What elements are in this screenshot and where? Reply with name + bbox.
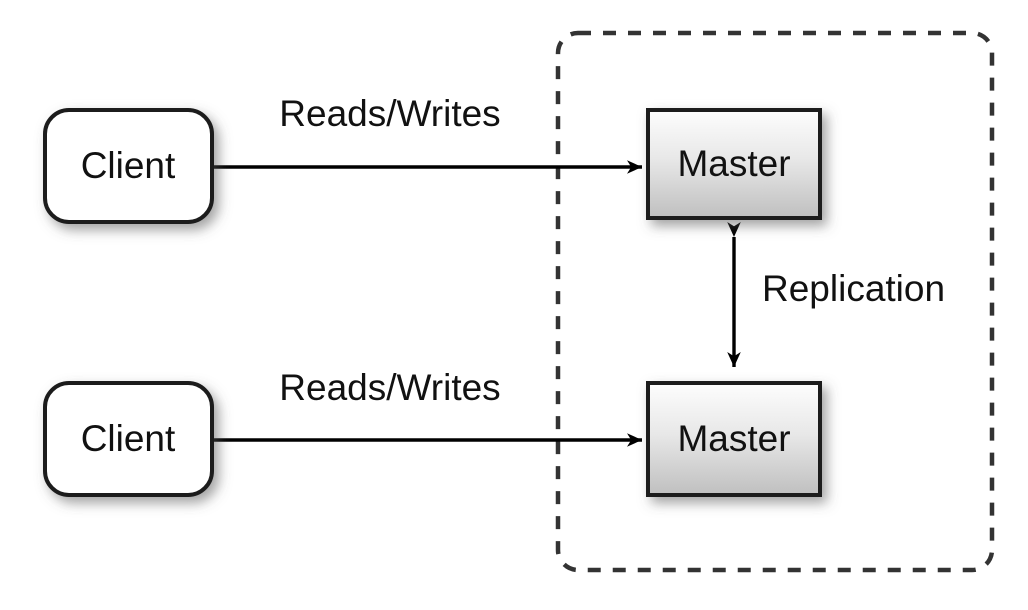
node-shape	[646, 381, 822, 497]
node-label-master-bottom: Master	[677, 418, 790, 459]
edge-client-bottom-to-master-bottom: Reads/Writes	[212, 367, 642, 447]
node-label-client-top: Client	[81, 145, 176, 186]
node-master-top[interactable]: Master	[646, 108, 822, 220]
edge-master-replication: Replication	[727, 222, 945, 367]
node-client-top[interactable]: Client	[43, 108, 214, 224]
node-master-bottom[interactable]: Master	[646, 381, 822, 497]
node-shape	[43, 108, 214, 224]
edge-label-reads-writes-top: Reads/Writes	[279, 93, 500, 134]
node-label-master-top: Master	[677, 143, 790, 184]
edge-client-top-to-master-top: Reads/Writes	[212, 93, 642, 174]
node-client-bottom[interactable]: Client	[43, 381, 214, 497]
node-label-client-bottom: Client	[81, 418, 176, 459]
replication-cluster-boundary	[555, 30, 995, 573]
node-shape	[43, 381, 214, 497]
node-shape	[646, 108, 822, 220]
edge-label-replication: Replication	[762, 268, 945, 309]
edge-label-reads-writes-bottom: Reads/Writes	[279, 367, 500, 408]
